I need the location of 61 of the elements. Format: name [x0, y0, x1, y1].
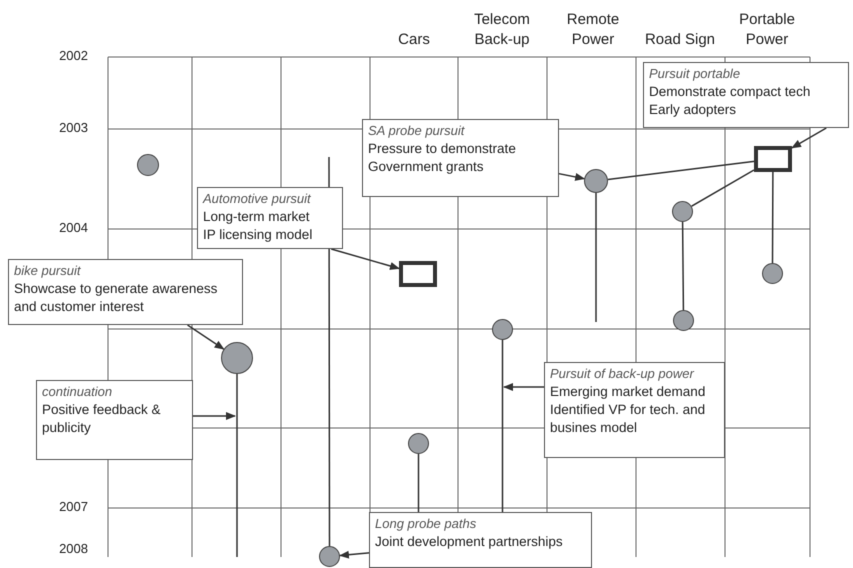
milestone-circle: [221, 342, 253, 374]
callout-box: [643, 62, 849, 128]
milestone-marker: [754, 146, 792, 172]
callout-text: Demonstrate compact tech: [649, 83, 812, 101]
arrow: [339, 550, 370, 559]
callout-text: IP licensing model: [203, 226, 314, 244]
callout-text: Government grants: [368, 158, 485, 176]
callout-box: [369, 512, 592, 568]
connector-line: [682, 222, 684, 310]
callout-title: Pursuit portable: [649, 65, 742, 83]
connector-line: [418, 454, 420, 512]
milestone-circle: [408, 433, 429, 454]
callout-box: [197, 187, 343, 249]
callout-title: Long probe paths: [375, 515, 478, 533]
timeline-line: [236, 374, 238, 557]
callout-title: SA probe pursuit: [368, 122, 466, 140]
callout-text: Long-term market: [203, 208, 311, 226]
callout-text: Joint development partnerships: [375, 533, 564, 551]
milestone-marker: [399, 261, 437, 287]
year-label: 2008: [58, 541, 88, 556]
callout-title: bike pursuit: [14, 262, 82, 280]
column-header: Road Sign: [644, 30, 716, 50]
callout-text: Identified VP for tech. and busines model: [550, 401, 706, 437]
callout-box: [544, 362, 725, 458]
callout-text: Showcase to generate awareness and customer interest: [14, 280, 218, 316]
callout-text: Early adopters: [649, 101, 738, 119]
connector-line: [502, 340, 504, 512]
callout-text: Emerging market demand: [550, 383, 706, 401]
year-label: 2004: [58, 220, 88, 235]
callout-text: Pressure to demonstrate: [368, 140, 517, 158]
callout-text: Positive feedback & publicity: [42, 401, 162, 437]
arrow: [558, 172, 586, 181]
column-header: Telecom Back-up: [473, 10, 531, 50]
year-label: 2002: [58, 48, 88, 63]
connector-line: [608, 160, 754, 180]
callout-title: Pursuit of back-up power: [550, 365, 696, 383]
callout-title: Automotive pursuit: [203, 190, 312, 208]
timeline-line: [595, 193, 597, 322]
milestone-circle: [762, 263, 783, 284]
milestone-circle: [137, 154, 159, 176]
year-label: 2007: [58, 499, 88, 514]
connector-line: [691, 169, 754, 207]
arrow: [331, 248, 400, 270]
year-label: 2003: [58, 120, 88, 135]
connector-line: [772, 172, 774, 263]
callout-box: [362, 119, 559, 197]
column-header: Remote Power: [566, 10, 620, 50]
column-header: Cars: [398, 30, 430, 50]
milestone-circle: [672, 201, 693, 222]
milestone-circle: [673, 310, 694, 331]
arrow: [791, 127, 827, 149]
arrow: [503, 383, 544, 391]
arrow: [187, 324, 225, 350]
milestone-circle: [319, 546, 340, 567]
milestone-circle: [492, 319, 513, 340]
column-header: Portable Power: [738, 10, 796, 50]
arrow: [193, 412, 236, 420]
callout-box: [36, 380, 193, 460]
callout-title: continuation: [42, 383, 114, 401]
callout-box: [8, 259, 243, 325]
milestone-circle: [584, 169, 608, 193]
